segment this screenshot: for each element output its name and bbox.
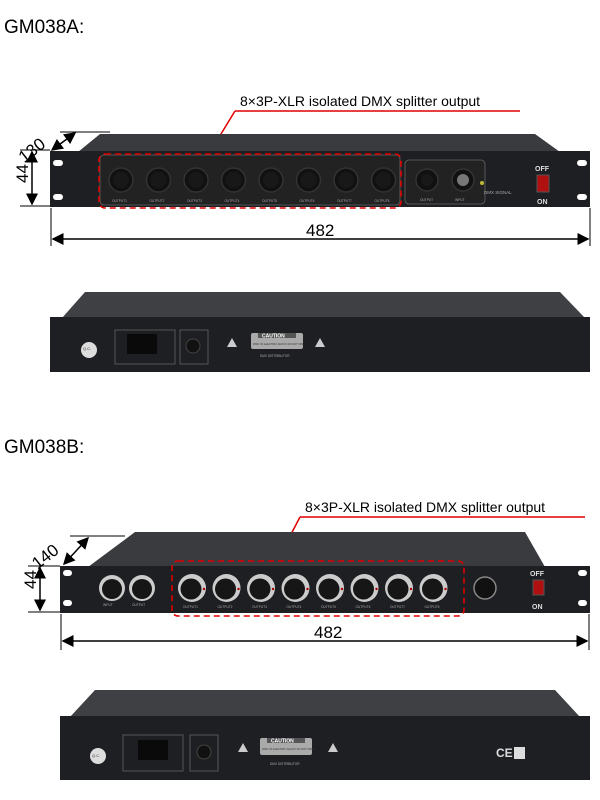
output-port-label: OUTPUT8 <box>375 199 390 203</box>
caution-label: CAUTION <box>271 739 294 745</box>
caution-label: CAUTION <box>262 334 285 340</box>
warning-icon <box>238 743 248 752</box>
device-a-rear: Q.C. CAUTION RISK OF ELECTRIC SHOCK DO N… <box>50 292 590 372</box>
xlr-output-connector[interactable] <box>108 167 134 193</box>
width-value-b: 482 <box>314 623 342 642</box>
model-title-a: GM038A: <box>4 17 84 38</box>
depth-arrow-b <box>62 536 90 566</box>
output-port-label: OUTPUT7 <box>337 199 352 203</box>
svg-text:RISK OF ELECTRIC SHOCK DO NOT: RISK OF ELECTRIC SHOCK DO NOT OPEN <box>253 342 306 346</box>
svg-text:Q.C.: Q.C. <box>83 346 91 351</box>
fuse-holder <box>185 338 201 354</box>
output-port-label: OUTPUT5 <box>321 605 336 609</box>
depth-arrow-a <box>50 132 77 151</box>
xlr-output-connector[interactable] <box>316 574 344 602</box>
xlr-output-connector[interactable] <box>281 574 310 602</box>
power-switch[interactable] <box>536 174 550 193</box>
xlr-output-connector[interactable] <box>247 574 275 602</box>
output-port-label: OUTPUT2 <box>150 199 165 203</box>
xlr-output-connector[interactable] <box>129 575 155 601</box>
output-port-label: OUTPUT2 <box>218 605 233 609</box>
xlr-output-connector[interactable] <box>183 167 209 193</box>
output-port-label: OUTPUT7 <box>390 605 405 609</box>
on-label: ON <box>537 199 548 206</box>
off-label: OFF <box>535 166 550 173</box>
xlr-output-connector[interactable] <box>220 167 247 193</box>
xlr-output-connector[interactable] <box>212 574 241 602</box>
svg-text:DMX DISTRIBUTOR: DMX DISTRIBUTOR <box>270 762 300 766</box>
warning-icon <box>328 743 338 752</box>
output-port-label: OUTPUT3 <box>187 199 202 203</box>
output-label: OUTPUT <box>420 198 433 202</box>
output-port-label: OUTPUT3 <box>252 605 267 609</box>
height-value-a: 44 <box>13 164 32 183</box>
callout-box-b <box>171 560 465 617</box>
signal-label: DMX SIGNAL <box>484 190 512 195</box>
xlr-output-connector[interactable] <box>178 574 206 602</box>
output-port-label: OUTPUT6 <box>356 605 371 609</box>
xlr-output-connector[interactable] <box>295 167 322 193</box>
device-a-front: OUTPUT1 OUTPUT2 OUTPUT3 OUTPUT4 OUTPUT5 OUTPU… <box>50 134 590 207</box>
xlr-output-connector[interactable] <box>370 167 397 193</box>
output-port-label: OUTPUT6 <box>300 199 315 203</box>
qc-sticker <box>90 748 106 764</box>
output-label: OUTPUT <box>132 603 145 607</box>
xlr-output-connector[interactable] <box>419 574 448 602</box>
model-title-b: GM038B: <box>4 437 84 458</box>
input-label: INPUT <box>103 603 113 607</box>
on-label: ON <box>532 604 543 611</box>
power-inlet <box>127 334 157 354</box>
callout-box-a <box>98 153 402 209</box>
xlr-output-connector[interactable] <box>145 167 172 193</box>
depth-value-b: 140 <box>28 540 62 572</box>
device-b-rear: Q.C. CAUTION RISK OF ELECTRIC SHOCK DO N… <box>60 690 590 780</box>
ce-mark: CE <box>496 746 513 760</box>
fuse-holder <box>196 744 212 760</box>
certification-logo <box>514 747 525 759</box>
svg-text:Q.C.: Q.C. <box>92 753 100 758</box>
callout-label-b: 8×3P-XLR isolated DMX splitter output <box>305 499 545 515</box>
qc-sticker <box>81 342 97 358</box>
xlr-input-connector[interactable] <box>451 168 475 192</box>
output-port-label: OUTPUT1 <box>112 199 127 203</box>
callout-label-a: 8×3P-XLR isolated DMX splitter output <box>240 93 480 109</box>
xlr-output-connector[interactable] <box>333 167 359 193</box>
xlr-output-connector[interactable] <box>415 168 439 192</box>
signal-led <box>480 181 484 185</box>
power-inlet <box>138 740 168 760</box>
svg-text:RISK OF ELECTRIC SHOCK DO NOT: RISK OF ELECTRIC SHOCK DO NOT OPEN <box>262 747 315 751</box>
output-port-label: OUTPUT1 <box>183 605 198 609</box>
svg-text:DMX DISTRIBUTOR: DMX DISTRIBUTOR <box>260 354 290 358</box>
xlr-output-connector[interactable] <box>350 574 379 602</box>
output-port-label: OUTPUT8 <box>425 605 440 609</box>
output-port-label: OUTPUT5 <box>262 199 277 203</box>
off-label: OFF <box>530 571 545 578</box>
xlr-output-connector[interactable] <box>258 167 284 193</box>
output-port-label: OUTPUT4 <box>225 199 240 203</box>
input-label: INPUT <box>455 198 465 202</box>
warning-icon <box>227 338 237 347</box>
width-value-a: 482 <box>306 221 334 240</box>
warning-icon <box>315 338 325 347</box>
height-value-b: 44 <box>21 570 40 589</box>
device-b-front: OUTPUT1 OUTPUT2 OUTPUT3 OUTPUT4 OUTPUT5 OUTPU… <box>60 532 590 613</box>
xlr-input-connector[interactable] <box>99 575 125 601</box>
power-switch[interactable] <box>532 579 545 596</box>
xlr-output-connector[interactable] <box>385 574 413 602</box>
output-port-label: OUTPUT4 <box>287 605 302 609</box>
address-dial[interactable] <box>473 576 497 600</box>
